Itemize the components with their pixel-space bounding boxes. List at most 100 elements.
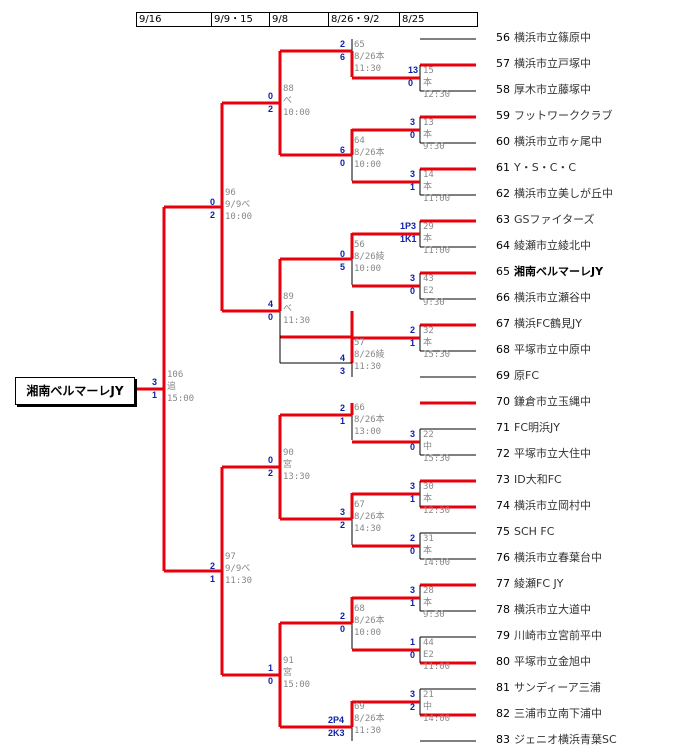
team-name: 原FC: [514, 369, 540, 382]
match-score: 1P3: [400, 221, 417, 231]
team-seed: 59: [496, 109, 510, 122]
team-seed: 71: [496, 421, 510, 434]
match-score: 1: [410, 338, 416, 348]
match-info: 68 8/26本 10:00: [354, 604, 385, 638]
match-score: 1: [340, 416, 346, 426]
team-name: 横浜市立市ヶ尾中: [514, 135, 602, 148]
match-info: 57 8/26綾 11:30: [354, 338, 385, 372]
team-name: 湘南ベルマーレJY: [514, 265, 604, 278]
match-info: 66 8/26本 13:00: [354, 403, 385, 437]
match-score: 2: [340, 39, 346, 49]
match-score: 2P4: [328, 715, 345, 725]
team-entry: 61 Y・S・C・C: [496, 161, 576, 175]
team-seed: 64: [496, 239, 510, 252]
match-score: 1: [410, 598, 416, 608]
match-score: 13: [408, 65, 419, 75]
match-info: 44 E2 11:00: [423, 638, 451, 672]
match-score: 2: [268, 104, 274, 114]
match-score: 1: [210, 574, 216, 584]
match-info: 97 9/9べ 11:30: [225, 552, 253, 586]
team-seed: 60: [496, 135, 510, 148]
match-info: 30 本 12:30: [423, 482, 451, 516]
team-seed: 66: [496, 291, 510, 304]
match-score: 0: [210, 197, 216, 207]
match-score: 2: [340, 520, 346, 530]
team-seed: 61: [496, 161, 510, 174]
team-seed: 74: [496, 499, 510, 512]
team-name: ID大和FC: [514, 473, 562, 486]
team-seed: 62: [496, 187, 510, 200]
match-score: 2: [340, 403, 346, 413]
match-score: 0: [410, 650, 416, 660]
team-name: 鎌倉市立玉縄中: [514, 395, 591, 408]
team-entry: 64 綾瀬市立綾北中: [496, 239, 591, 253]
team-seed: 81: [496, 681, 510, 694]
team-seed: 72: [496, 447, 510, 460]
match-info: 65 8/26本 11:30: [354, 40, 385, 74]
team-name: 横浜市立篠原中: [514, 31, 591, 44]
match-info: 106 追 15:00: [167, 370, 195, 404]
team-seed: 76: [496, 551, 510, 564]
round-date-round1: 8/25: [399, 12, 478, 27]
match-score: 2: [410, 325, 416, 335]
team-seed: 65: [496, 265, 510, 278]
match-score: 1: [410, 182, 416, 192]
match-score: 2: [340, 611, 346, 621]
team-entry: 60 横浜市立市ヶ尾中: [496, 135, 602, 149]
match-score: 5: [340, 262, 346, 272]
match-score: 2: [210, 210, 216, 220]
team-name: Y・S・C・C: [514, 161, 577, 174]
team-name: 川崎市立宮前平中: [514, 629, 602, 642]
match-score: 4: [340, 353, 346, 363]
team-seed: 80: [496, 655, 510, 668]
match-info: 15 本 12:30: [423, 66, 451, 100]
match-info: 43 E2 9:30: [423, 274, 445, 308]
match-info: 67 8/26本 14:30: [354, 500, 385, 534]
round-date-semis: 9/9・15: [211, 12, 270, 27]
match-score: 0: [340, 249, 346, 259]
champion-box: 湘南ベルマーレJY: [15, 377, 135, 405]
round-date-quarters: 9/8: [269, 12, 329, 27]
team-entry: 65 湘南ベルマーレJY: [496, 265, 603, 279]
match-score: 0: [268, 676, 274, 686]
team-seed: 77: [496, 577, 510, 590]
match-info: 56 8/26綾 10:00: [354, 240, 385, 274]
team-name: 厚木市立藤塚中: [514, 83, 591, 96]
round-date-final: 9/16: [136, 12, 212, 27]
match-info: 32 本 15:30: [423, 326, 451, 360]
match-score: 3: [340, 366, 346, 376]
match-score: 3: [410, 585, 416, 595]
match-score: 2K3: [328, 728, 345, 738]
match-score: 3: [340, 507, 346, 517]
match-score: 0: [410, 546, 416, 556]
team-seed: 83: [496, 733, 510, 746]
match-score: 1: [152, 390, 158, 400]
team-name: SCH FC: [514, 525, 555, 538]
match-score: 2: [410, 702, 416, 712]
match-info: 69 8/26本 11:30: [354, 702, 385, 736]
team-name: 綾瀬市立綾北中: [514, 239, 591, 252]
team-seed: 78: [496, 603, 510, 616]
match-info: 28 本 9:30: [423, 586, 445, 620]
match-score: 1: [410, 494, 416, 504]
match-score: 3: [410, 169, 416, 179]
team-entry: 74 横浜市立岡村中: [496, 499, 591, 513]
round-date-round2: 8/26・9/2: [328, 12, 400, 27]
match-score: 0: [410, 442, 416, 452]
match-info: 90 宮 13:30: [283, 448, 311, 482]
team-name: 横浜市立岡村中: [514, 499, 591, 512]
team-seed: 70: [496, 395, 510, 408]
